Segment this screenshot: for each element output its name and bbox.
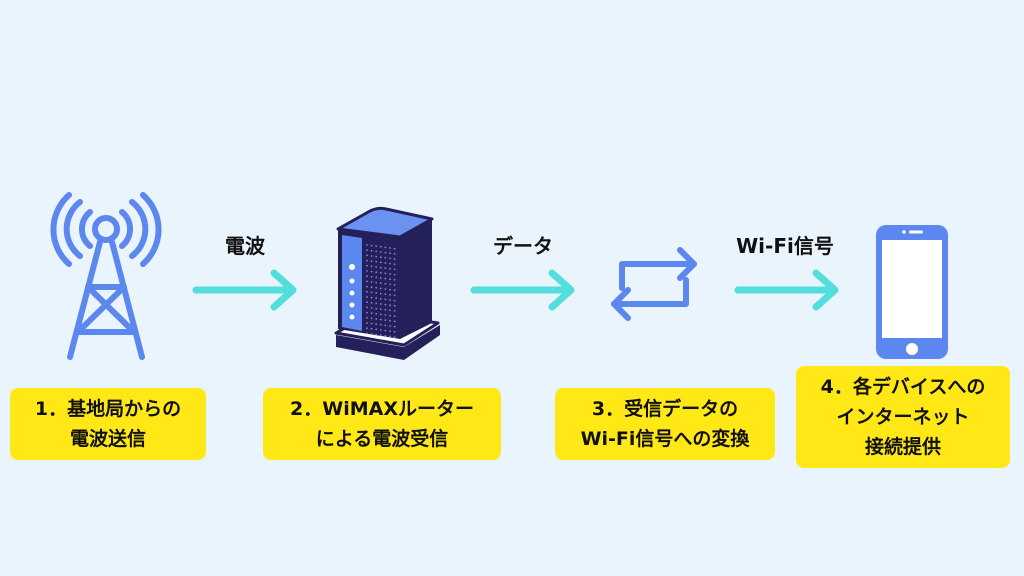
step-4-line-2: インターネット [836, 406, 970, 428]
step-label-4: 4．各デバイスへの インターネット 接続提供 [796, 366, 1010, 468]
step-4-line-3: 接続提供 [864, 436, 941, 458]
cell-tower-icon [50, 192, 162, 360]
step-1-line-2: 電波送信 [69, 428, 146, 450]
arrow-right-icon [470, 269, 575, 311]
step-3-line-2: Wi-Fi信号への変換 [580, 428, 750, 450]
arrow-right-icon [734, 269, 839, 311]
arrow-label-data: データ [493, 234, 553, 258]
arrow-right-icon [192, 269, 297, 311]
step-4-line-1: 4．各デバイスへの [820, 376, 986, 398]
swap-arrows-icon [611, 247, 697, 321]
smartphone-icon [876, 225, 948, 359]
step-label-3: 3．受信データの Wi-Fi信号への変換 [555, 388, 775, 460]
arrow-label-wifi: Wi-Fi信号 [736, 234, 834, 258]
step-2-line-2: による電波受信 [315, 428, 449, 450]
step-label-1: 1．基地局からの 電波送信 [10, 388, 206, 460]
step-1-line-1: 1．基地局からの [34, 398, 182, 420]
step-2-line-1: 2．WiMAXルーター [290, 398, 474, 420]
step-label-2: 2．WiMAXルーター による電波受信 [263, 388, 501, 460]
step-3-line-1: 3．受信データの [591, 398, 739, 420]
wimax-router-icon [334, 206, 440, 360]
arrow-label-radio: 電波 [225, 234, 265, 258]
